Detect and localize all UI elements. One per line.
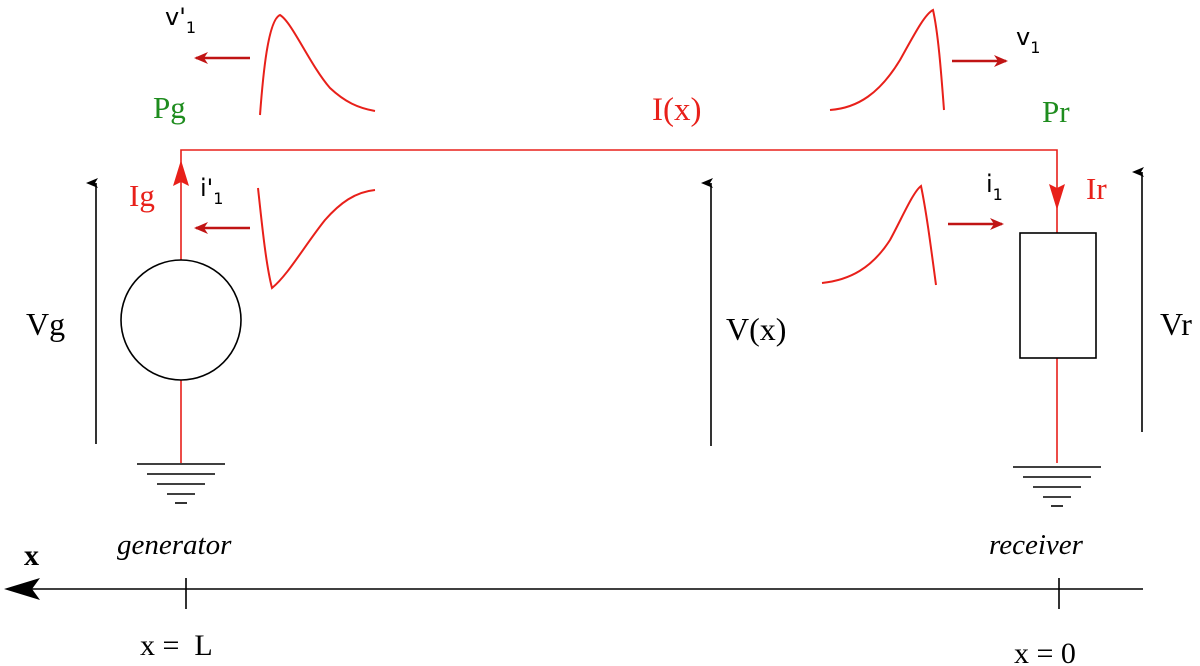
ig-current-label: Ig: [129, 178, 155, 213]
vx-voltage-label: V(x): [726, 311, 786, 347]
generator-label: generator: [117, 529, 232, 561]
receiver-label: receiver: [989, 529, 1084, 561]
vr-voltage-label: Vr: [1160, 306, 1192, 342]
reflected-current-label: i'1: [200, 174, 223, 208]
x-equals-zero-label: x = 0: [1014, 637, 1076, 666]
generator-ground-icon: [137, 463, 225, 504]
reflected-current-pulse: [257, 187, 376, 290]
incident-voltage-pulse: [829, 8, 945, 111]
reflected-voltage-pulse: [259, 13, 376, 116]
ir-current-label: Ir: [1086, 171, 1107, 206]
x-axis-label: x: [24, 539, 39, 572]
vg-voltage-label: Vg: [26, 306, 65, 342]
x-axis-arrowhead: [4, 578, 40, 600]
pr-power-label: Pr: [1042, 94, 1070, 129]
ix-current-label: I(x): [652, 92, 701, 128]
receiver-load-resistor: [1019, 232, 1097, 359]
incident-current-pulse: [821, 184, 937, 286]
pg-power-label: Pg: [153, 90, 186, 125]
x-equals-l-label: x = L: [140, 629, 213, 662]
ig-current-arrow: [173, 160, 189, 186]
receiver-ground-icon: [1013, 466, 1101, 507]
incident-current-label: i1: [986, 170, 1003, 204]
incident-voltage-label: v1: [1016, 23, 1040, 57]
generator-source-circle: [120, 259, 242, 381]
reflected-voltage-label: v'1: [165, 3, 196, 37]
transmission-line-wire: [180, 149, 1058, 463]
ir-current-arrow: [1049, 184, 1065, 210]
